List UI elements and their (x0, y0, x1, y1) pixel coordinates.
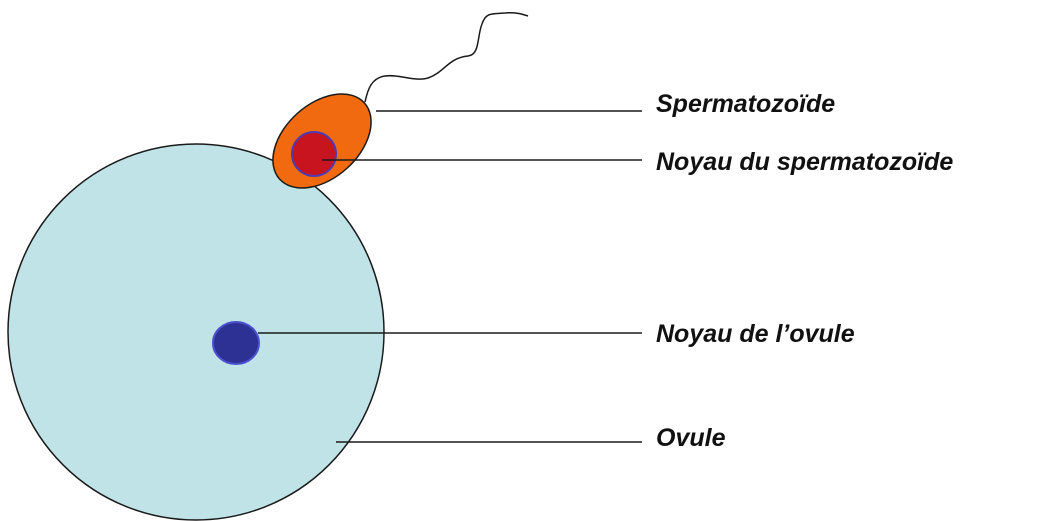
sperm-tail (365, 13, 528, 102)
sperm-nucleus (292, 132, 336, 176)
ovule-nucleus (213, 322, 259, 364)
label-spermatozoide: Spermatozoïde (656, 90, 835, 118)
label-noyau-spermatozoide: Noyau du spermatozoïde (656, 148, 953, 176)
label-ovule: Ovule (656, 424, 726, 452)
ovule-circle (8, 144, 384, 520)
label-noyau-ovule: Noyau de l’ovule (656, 320, 855, 348)
